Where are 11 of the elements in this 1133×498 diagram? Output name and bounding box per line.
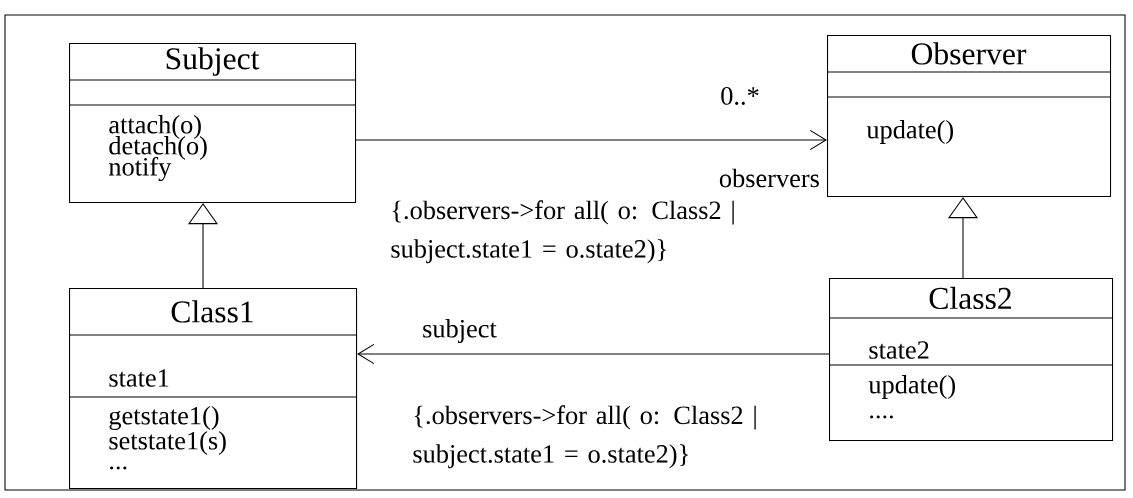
class-box: Class2 state2 update() ....	[828, 278, 1114, 442]
class-box: Class1 state1 getstate1() setstate1(s) ...	[68, 288, 358, 490]
edge-label: observers	[717, 166, 822, 190]
constraint-note: {.observers->for all( o: Class2 | subject.state1 = o.state2)}	[413, 405, 756, 469]
multiplicity-label: 0..*	[721, 87, 759, 105]
constraint-note: {.observers->for all( o: Class2 | subject.state1 = o.state2)}	[391, 200, 734, 264]
association-arrow	[357, 343, 830, 365]
association-arrow	[355, 129, 827, 151]
edge-label: subject	[420, 317, 499, 345]
class-box: Subject attach(o) detach(o) notify	[68, 43, 357, 204]
class-box: Observer update()	[826, 35, 1112, 198]
